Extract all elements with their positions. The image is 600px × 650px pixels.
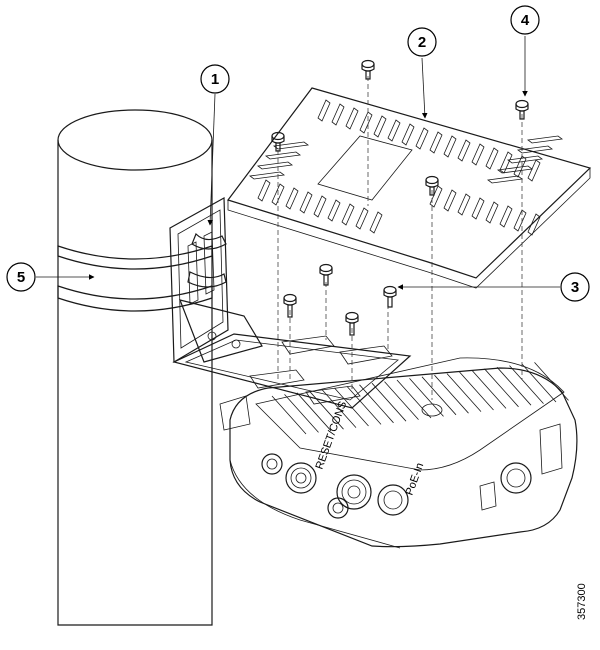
svg-text:3: 3 [571,279,579,296]
antenna-connector-1 [285,462,317,494]
plate-slot [248,171,286,180]
heat-sink-fin [421,376,457,416]
plate-slot [256,161,294,170]
svg-text:4: 4 [521,12,530,29]
callout-5: 5 [6,262,36,292]
plate-slot [499,151,513,174]
screw [383,285,397,308]
callout-3: 3 [560,272,590,302]
heat-sink-fin [484,368,519,408]
plate-slot [271,183,285,206]
plate-slot [443,189,457,212]
plate-slot [527,159,541,182]
heat-sink-fin [534,362,569,401]
plate-slot [457,139,471,162]
callout-2: 2 [407,27,437,57]
heat-sink-fin [446,373,482,412]
plate-slot [317,99,331,122]
screw [283,293,297,318]
antenna-connector-3 [377,484,409,516]
plate-slot [499,205,513,228]
svg-text:1: 1 [211,71,219,88]
plate-slot [331,103,345,126]
callout-leaders [36,36,560,290]
mounting-plate [227,87,592,289]
plate-slot [299,191,313,214]
alignment-lines [277,76,523,400]
heat-sink-fin [371,382,407,422]
heat-sink-fin [471,370,507,409]
pole-mount-bracket [169,196,412,409]
heat-sink-fin [434,374,469,414]
heat-sink-fin [509,365,544,404]
plate-slot [457,193,471,216]
heat-sink-fin [271,395,307,435]
heat-sink-fin [346,386,382,425]
antenna-connector-right [500,462,532,494]
plate-slot [327,199,341,222]
plate-slot [369,211,383,234]
plate-slot [257,179,271,202]
svg-text:2: 2 [418,34,426,51]
plate-slot [516,145,554,154]
heat-sink-fin [284,394,319,433]
callout-4: 4 [510,5,540,35]
screw [271,131,285,152]
plate-slot [527,213,541,236]
screw [319,263,333,286]
port-label-poe: PoE-In [404,461,427,497]
heat-sink-fin [334,387,369,427]
plate-slot [373,115,387,138]
plate-slot [359,111,373,134]
mounting-strap [57,232,227,312]
screw [515,99,529,120]
heat-sink-fin [396,379,432,419]
heat-sink-fin [409,378,444,417]
plate-slot [341,203,355,226]
heat-sink-fin [496,366,532,406]
plate-slot [401,123,415,146]
plate-slot [429,131,443,154]
port-label-reset: RESET/CONS [314,400,350,471]
heat-sink-fin [296,392,332,432]
figure-id: 357300 [576,583,588,620]
plate-slot [345,107,359,130]
plate-slot [415,127,429,150]
connector-left [261,453,283,475]
svg-text:5: 5 [17,269,25,286]
screw [361,59,375,80]
plate-slot [313,195,327,218]
access-point-unit [219,357,578,549]
callout-1: 1 [200,64,230,94]
heat-sink-fin [321,389,357,428]
plate-slot [486,175,524,184]
plate-slot [471,143,485,166]
plate-slot [264,151,302,160]
heat-sink-fin [459,371,494,411]
plate-slot [387,119,401,142]
pole [57,109,213,626]
plate-slot [513,209,527,232]
screw [425,175,439,196]
screw [345,311,359,336]
plate-slot [285,187,299,210]
antenna-connector-2 [336,474,372,510]
plate-slot [355,207,369,230]
plate-slot [471,197,485,220]
side-panel [479,423,563,511]
plate-slot [485,147,499,170]
plate-slot [506,155,544,164]
plate-slot [272,141,310,150]
heat-sink-fin [521,363,557,403]
plate-slot [443,135,457,158]
plate-slot [429,185,443,208]
heat-sink-fin [309,390,344,430]
heat-sink-fin [384,381,419,420]
plate-slot [526,135,564,144]
heat-sink-fin [359,384,394,424]
plate-slot [496,165,534,174]
cable-gland [327,497,349,519]
plate-slot [485,201,499,224]
